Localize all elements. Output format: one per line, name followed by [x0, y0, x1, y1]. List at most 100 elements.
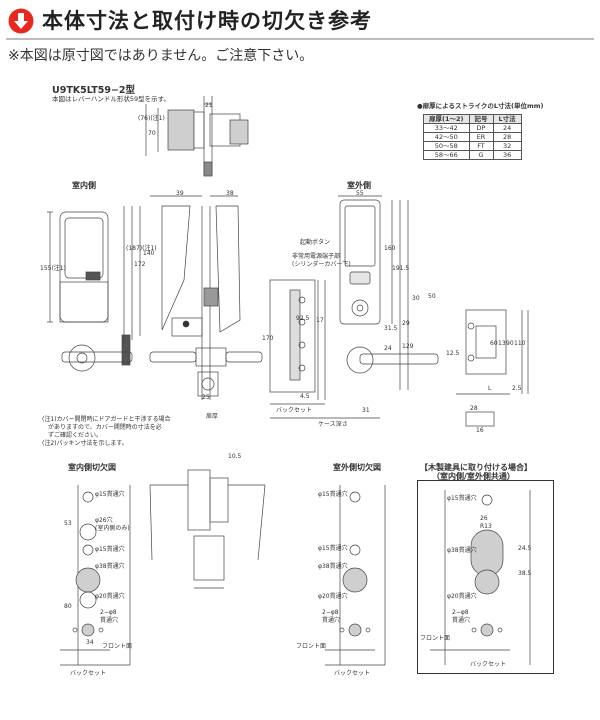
side-view: [123, 195, 263, 400]
inside-hole-26-note: (室内側のみ): [95, 524, 130, 532]
dim-170: 170: [262, 335, 274, 342]
dim-12-5: 12.5: [446, 350, 460, 357]
inside-hole-20: φ20貫通穴: [95, 592, 125, 600]
section-inside: 室内側: [72, 181, 96, 190]
table-row: 58〜66 G 36: [423, 150, 522, 160]
dim-80: 80: [64, 603, 72, 610]
notes: (注1)カバー開閉時にドアガードと干渉する場合 がありますので、カバー開閉時の寸…: [42, 416, 171, 447]
dim-21: 21: [205, 102, 213, 109]
dim-191-5: 191.5: [392, 265, 409, 272]
dim-187: (187)(注1): [126, 244, 157, 252]
strike-table-header-row: 扉厚(1〜2) 記号 L寸法: [423, 114, 522, 124]
down-arrow-circle-icon: [8, 8, 34, 34]
wood-backset-label: バックセット: [470, 661, 506, 668]
dim-25: 25: [202, 394, 210, 401]
lockcase-view: [269, 279, 380, 419]
emergency-terminal-label: 非常用電源端子部: [292, 252, 340, 260]
dim-110: 110: [514, 340, 526, 347]
dim-26: 26: [480, 515, 488, 522]
dim-31-5: 31.5: [384, 325, 398, 332]
page-title: 本体寸法と取付け時の切欠き参考: [42, 9, 372, 33]
inside-hole-38: φ38貫通穴: [95, 562, 125, 570]
dim-16: 16: [476, 427, 484, 434]
table-cell: 36: [492, 150, 522, 160]
dim-31: 31: [362, 407, 370, 414]
dim-90: 90: [506, 340, 514, 347]
inside-hole-15-mid: φ15貫通穴: [95, 545, 125, 553]
dim-70: 70: [148, 130, 156, 137]
outside-hole-15-mid: φ15貫通穴: [318, 544, 348, 552]
dim-13: 13: [498, 340, 506, 347]
start-button-label: 起動ボタン: [300, 238, 330, 246]
dim-28: 28: [470, 405, 478, 412]
wood-hole-2phi8-b: 貫通穴: [452, 616, 470, 624]
wood-door-box: [417, 480, 554, 674]
dim-38-5: 38.5: [518, 570, 532, 577]
door-thickness-label: 扉厚: [206, 412, 218, 420]
dim-39: 39: [176, 190, 184, 197]
dim-4-5: 4.5: [300, 393, 310, 400]
model-subtitle: 本図はレバーハンドル形状59型を示す。: [52, 95, 170, 103]
dim-24: 24: [384, 345, 392, 352]
dim-172: 172: [134, 261, 146, 268]
inside-view: [47, 211, 133, 372]
section-outside: 室外側: [347, 181, 371, 190]
wood-hole-20: φ20貫通穴: [447, 592, 477, 600]
outside-backset-label: バックセット: [334, 670, 370, 677]
dim-34: 34: [86, 639, 94, 646]
dim-140: 140: [143, 250, 155, 257]
page-header: 本体寸法と取付け時の切欠き参考: [0, 0, 600, 44]
dim-17: 17: [316, 317, 324, 324]
r13-label: R13: [480, 523, 492, 530]
dim-92-5: 92.5: [296, 315, 310, 322]
section-outside-cut: 室外側切欠図: [333, 463, 381, 472]
inside-hole-15-top: φ15貫通穴: [95, 490, 125, 498]
dim-10-5: 10.5: [228, 453, 242, 460]
dim-160: 160: [384, 245, 396, 252]
inside-hole-26: φ26穴: [95, 516, 113, 524]
outside-view: [338, 195, 439, 390]
outside-hole-2phi8-b: 貫通穴: [322, 616, 340, 624]
wood-front-label: フロント面: [420, 635, 450, 642]
backset-label-main: バックセット: [276, 407, 312, 414]
outside-hole-20: φ20貫通穴: [318, 592, 348, 600]
section-wood-subtitle: （室内側/室外側共通）: [432, 472, 515, 481]
dim-30: 30: [412, 295, 420, 302]
dim-60: 60: [490, 340, 498, 347]
model-name: U9TK5LT59−2型: [52, 85, 136, 96]
wood-hole-2phi8: 2−φ8: [452, 609, 469, 616]
scale-note: ※本図は原寸図ではありません。ご注意下さい。: [8, 48, 314, 64]
outside-front-label: フロント面: [296, 643, 326, 650]
inside-hole-2phi8: 2−φ8: [100, 609, 117, 616]
section-wood-title: 【木製建具に取り付ける場合】: [420, 463, 532, 472]
wood-hole-15: φ15貫通穴: [447, 494, 477, 502]
outside-cut-diagram: [325, 485, 386, 666]
case-depth-label: ケース深さ: [318, 420, 348, 428]
dim-50: 50: [428, 293, 436, 300]
dim-155: 155(注1): [40, 264, 66, 272]
strike-table: 扉厚(1〜2) 記号 L寸法 33〜42 DP 24 42〜50 ER 28 5…: [423, 114, 522, 160]
dim-L: L: [488, 385, 492, 392]
top-view: [145, 96, 249, 177]
section-inside-cut: 室内側切欠図: [68, 463, 116, 472]
center-lever-detail: [149, 469, 266, 589]
outside-hole-38: φ38貫通穴: [318, 562, 348, 570]
inside-hole-2phi8-b: 貫通穴: [100, 616, 118, 624]
dim-76: (76)(注1): [138, 114, 165, 122]
wood-hole-38: φ38貫通穴: [447, 546, 477, 554]
inside-cut-diagram: [60, 485, 131, 666]
emergency-terminal-sub: (シリンダーカバー下): [292, 260, 351, 268]
outside-hole-2phi8: 2−φ8: [322, 609, 339, 616]
dim-55: 55: [356, 190, 364, 197]
strike-plate: [456, 309, 529, 427]
inside-backset-label: バックセット: [70, 670, 106, 677]
dim-53: 53: [64, 520, 72, 527]
dim-24-5: 24.5: [518, 545, 532, 552]
dim-129: 129: [402, 343, 414, 350]
wood-door-diagram: [430, 490, 531, 665]
strike-table-title: ●扉厚によるストライクのL寸法(単位mm): [417, 102, 544, 110]
outside-hole-15-top: φ15貫通穴: [318, 490, 348, 498]
dim-29: 29: [402, 320, 410, 327]
dim-2-5: 2.5: [512, 385, 522, 392]
